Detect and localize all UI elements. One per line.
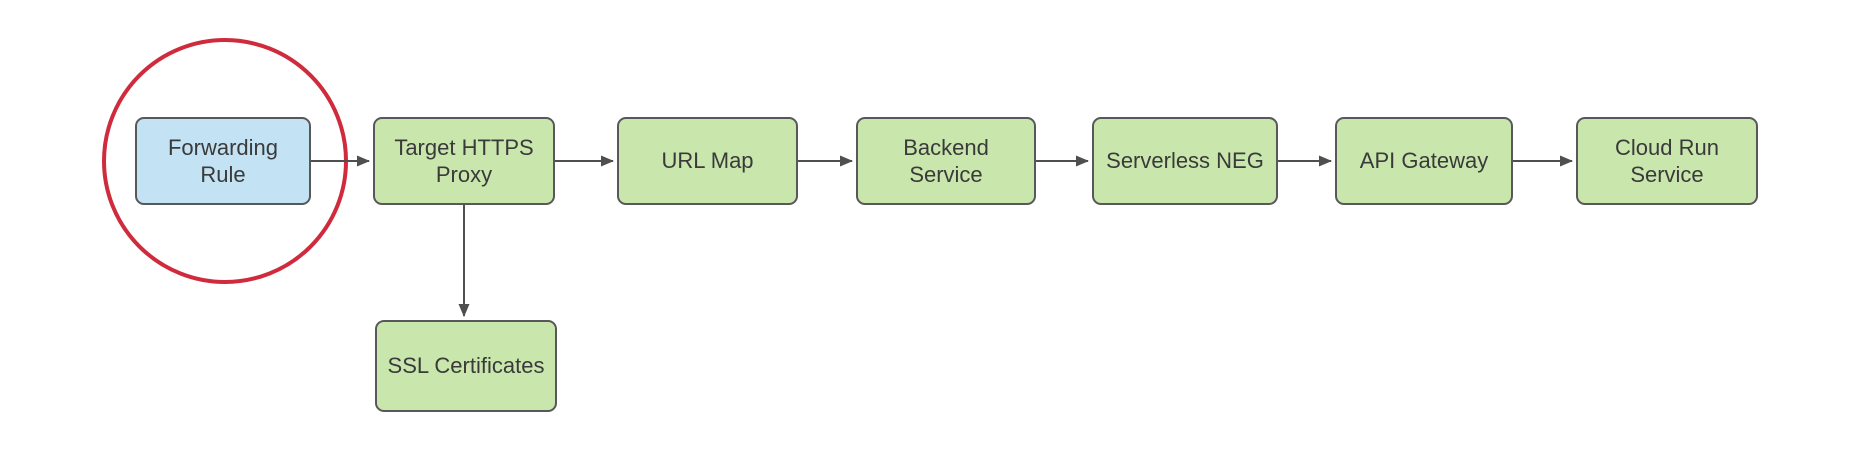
node-serverless-neg-label: Serverless NEG: [1106, 148, 1264, 174]
node-api-gateway-label: API Gateway: [1359, 148, 1489, 174]
node-target-https-proxy-label: Target HTTPS Proxy: [394, 134, 534, 188]
node-backend-service-label: Backend Service: [903, 134, 989, 188]
node-forwarding-rule-label: Forwarding Rule: [167, 134, 279, 188]
node-api-gateway: API Gateway: [1335, 117, 1513, 205]
node-serverless-neg: Serverless NEG: [1092, 117, 1278, 205]
node-backend-service: Backend Service: [856, 117, 1036, 205]
node-target-https-proxy: Target HTTPS Proxy: [373, 117, 555, 205]
node-cloud-run-service-label: Cloud Run Service: [1615, 134, 1719, 188]
node-ssl-certificates: SSL Certificates: [375, 320, 557, 412]
node-url-map: URL Map: [617, 117, 798, 205]
node-url-map-label: URL Map: [661, 148, 754, 174]
node-ssl-certificates-label: SSL Certificates: [387, 353, 545, 379]
node-forwarding-rule: Forwarding Rule: [135, 117, 311, 205]
node-cloud-run-service: Cloud Run Service: [1576, 117, 1758, 205]
